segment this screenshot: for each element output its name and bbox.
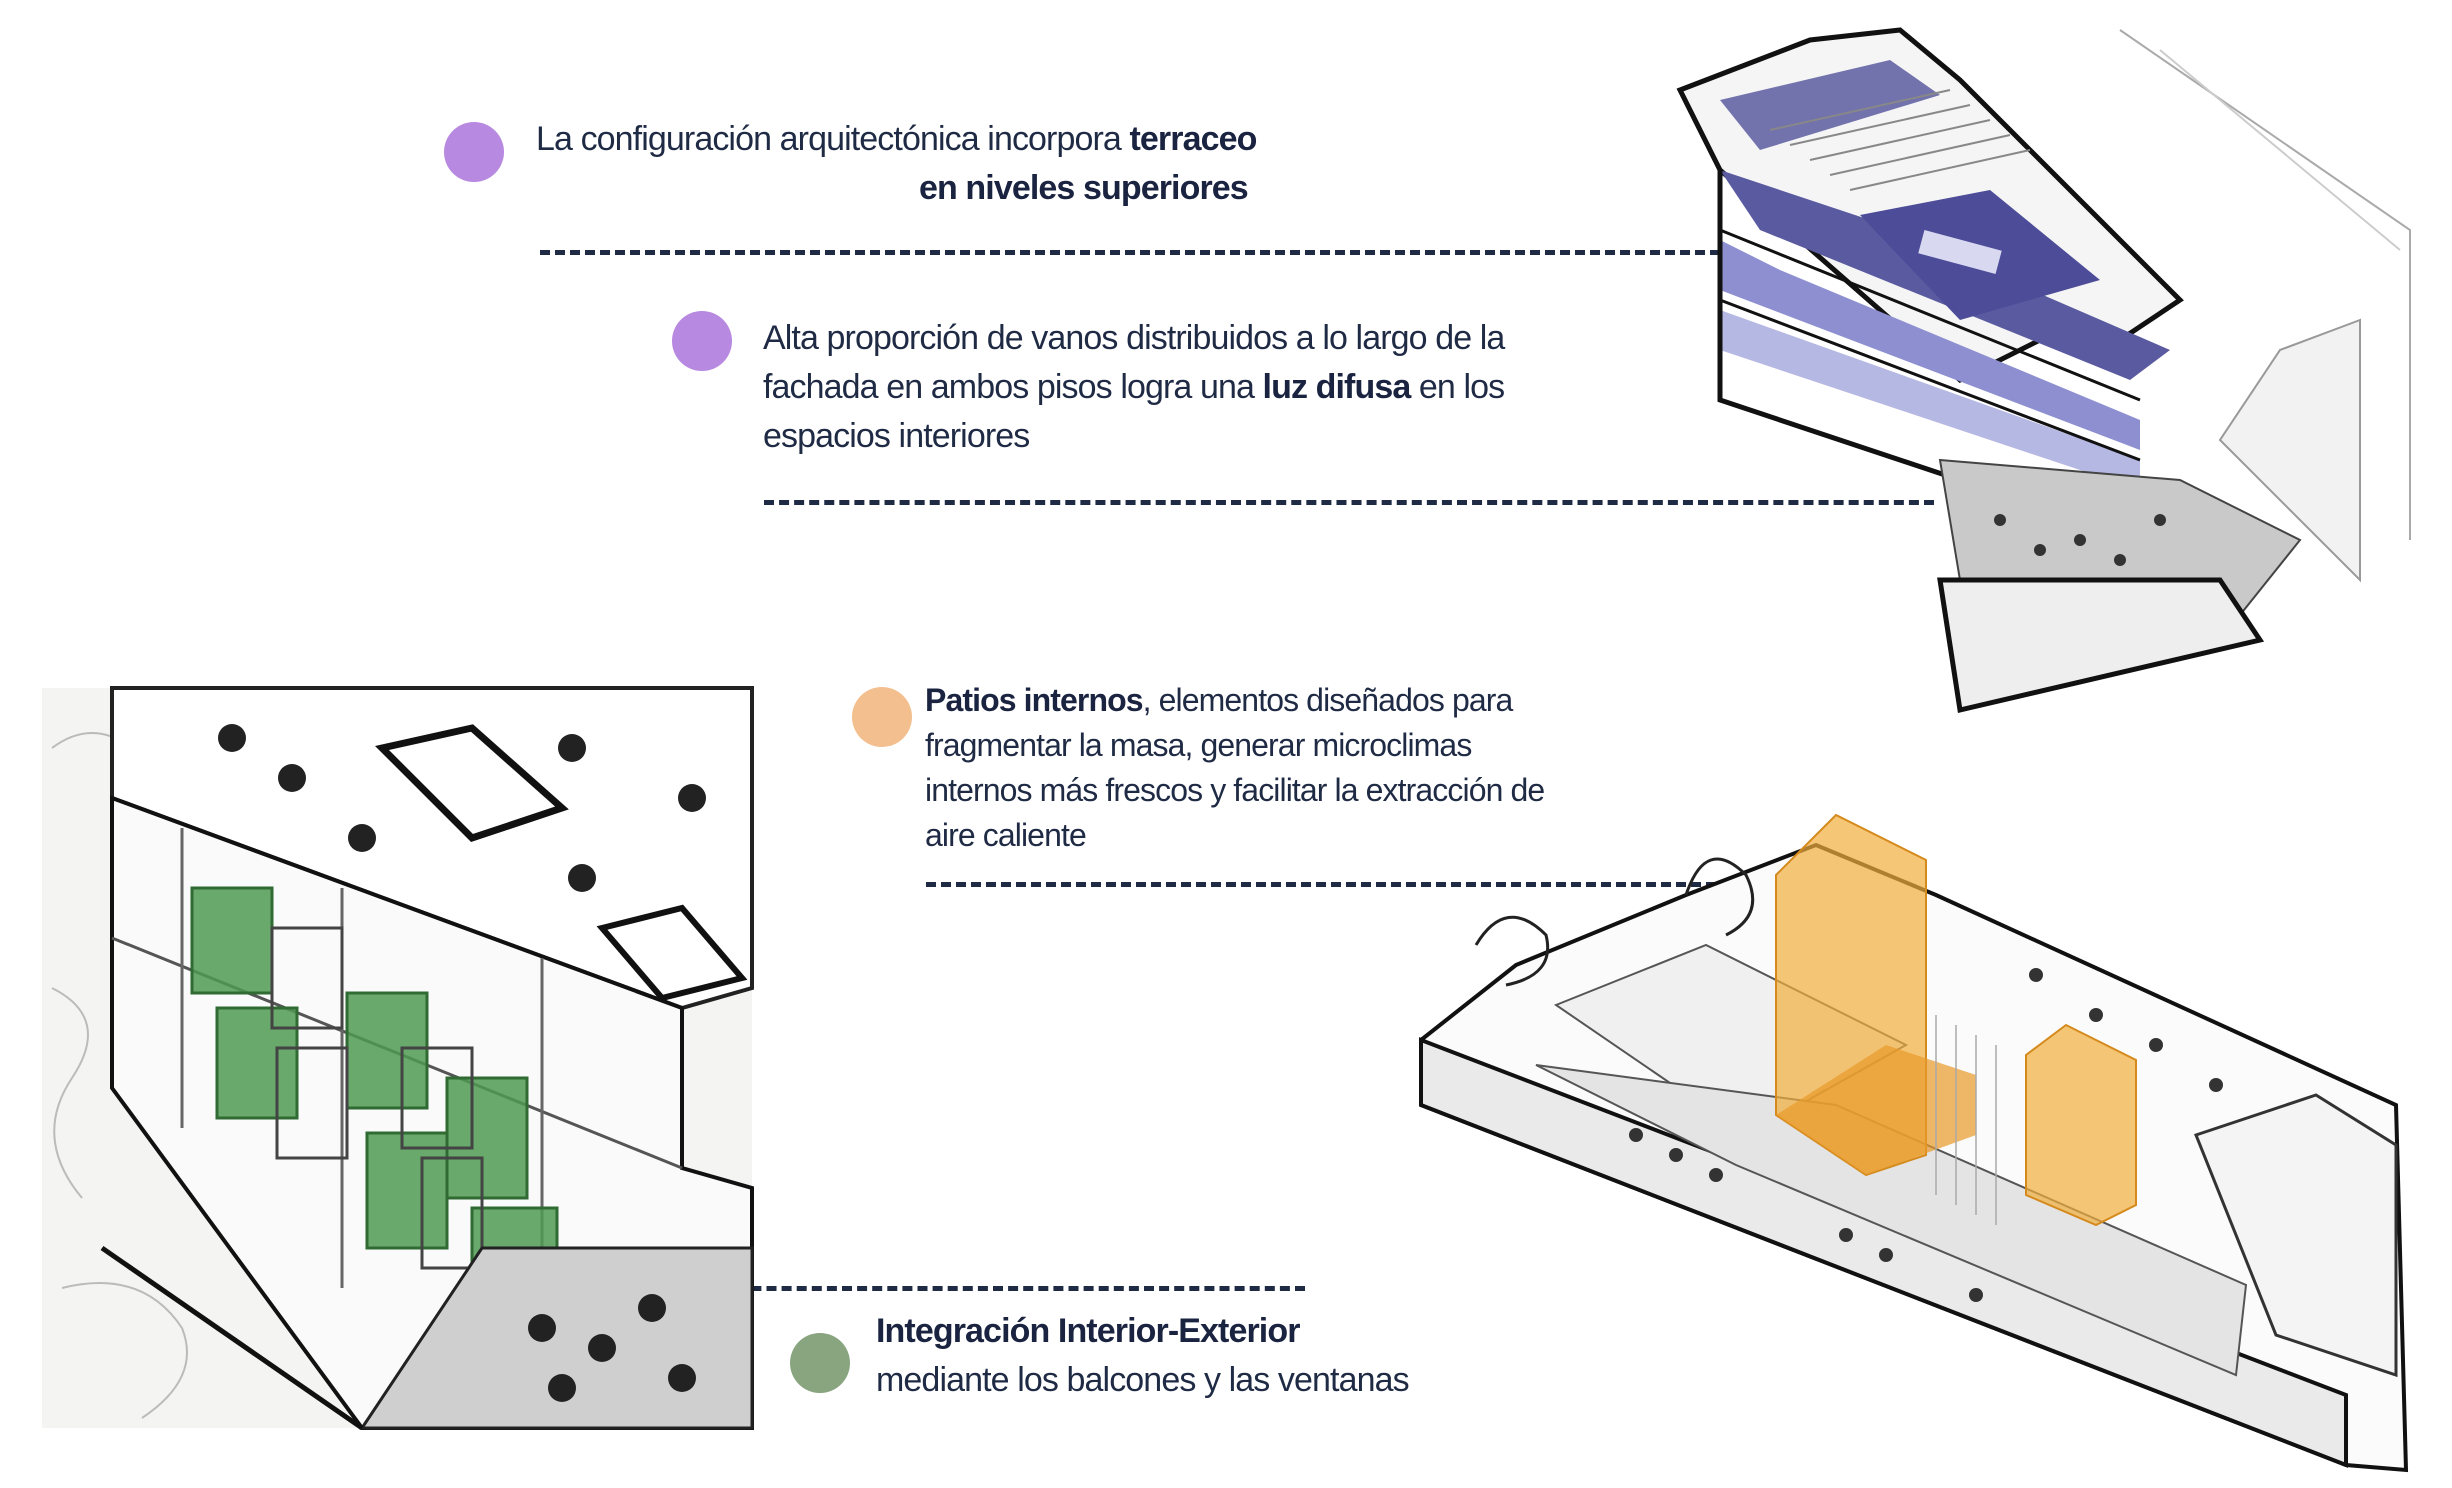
green-bullet-dot bbox=[790, 1333, 850, 1393]
annotation-vanos-line2: fachada en ambos pisos logra una luz dif… bbox=[763, 363, 1603, 412]
annotation-integracion-bold: Integración Interior-Exterior bbox=[876, 1312, 1300, 1350]
annotation-terraceo-bold: terraceo bbox=[1129, 120, 1257, 158]
annotation-vanos-line3: espacios interiores bbox=[763, 417, 1030, 455]
annotation-vanos: Alta proporción de vanos distribuidos a … bbox=[763, 314, 1603, 461]
annotation-vanos-bold: luz difusa bbox=[1262, 368, 1412, 406]
leader-line-patios bbox=[926, 882, 1806, 887]
annotation-patios-line3: internos más frescos y facilitar la extr… bbox=[925, 772, 1545, 808]
axonometric-site bbox=[1419, 813, 2409, 1473]
purple-bullet-dot bbox=[444, 122, 504, 182]
annotation-patios: Patios internos, elementos diseñados par… bbox=[925, 678, 1605, 858]
orange-bullet-dot bbox=[852, 687, 912, 747]
annotation-vanos-line2-post: en los bbox=[1410, 368, 1505, 406]
leader-line-terraceo bbox=[540, 250, 1720, 255]
annotation-vanos-line2-pre: fachada en ambos pisos logra una bbox=[763, 368, 1263, 406]
annotation-integracion: Integración Interior-Exterior mediante l… bbox=[876, 1307, 1576, 1405]
annotation-integracion-line1: Integración Interior-Exterior bbox=[876, 1307, 1576, 1356]
annotation-patios-line4: aire caliente bbox=[925, 817, 1087, 853]
annotation-terraceo-text: La configuración arquitectónica incorpor… bbox=[536, 120, 1130, 158]
annotation-integracion-line2: mediante los balcones y las ventanas bbox=[876, 1361, 1410, 1399]
leader-line-integracion bbox=[540, 1286, 1305, 1291]
annotation-vanos-line1: Alta proporción de vanos distribuidos a … bbox=[763, 319, 1505, 357]
purple-bullet-dot bbox=[672, 311, 732, 371]
annotation-patios-line1-rest: , elementos diseñados para bbox=[1142, 682, 1514, 718]
axonometric-section-upper bbox=[1676, 27, 2411, 714]
balcony-detail bbox=[42, 686, 754, 1431]
annotation-patios-line1: Patios internos, elementos diseñados par… bbox=[925, 678, 1605, 723]
leader-line-vanos bbox=[764, 500, 1934, 505]
annotation-patios-line2: fragmentar la masa, generar microclimas bbox=[925, 727, 1472, 763]
annotation-terraceo-line2: en niveles superiores bbox=[919, 164, 1319, 213]
annotation-patios-bold: Patios internos bbox=[925, 682, 1144, 718]
annotation-terraceo: La configuración arquitectónica incorpor… bbox=[536, 115, 1276, 164]
annotation-terraceo-bold-2: en niveles superiores bbox=[919, 169, 1249, 207]
